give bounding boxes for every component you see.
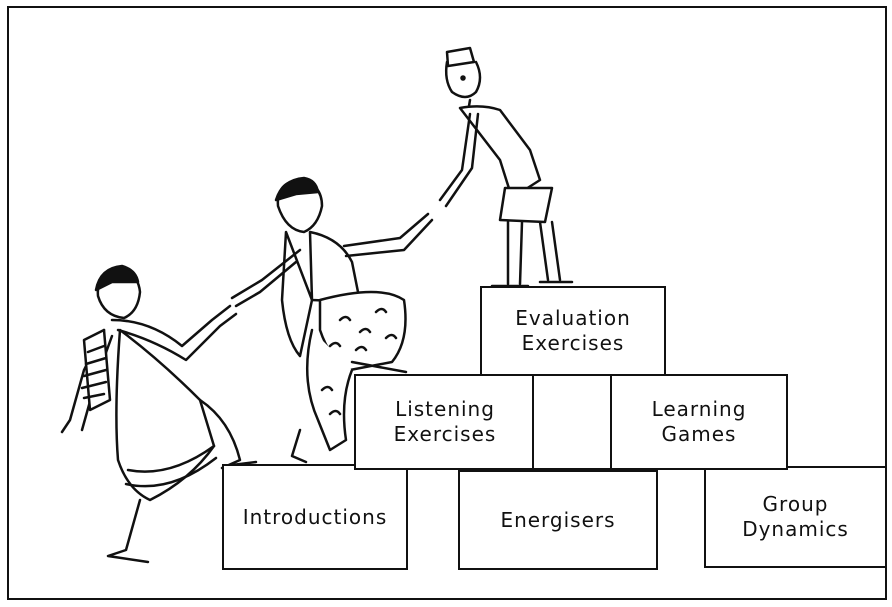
block-listening-exercises-label: Listening Exercises (393, 397, 497, 446)
block-listening-exercises: Listening Exercises (354, 374, 536, 470)
block-middle-gap (532, 374, 614, 470)
block-learning-games-label: Learning Games (651, 397, 747, 446)
block-evaluation-exercises: Evaluation Exercises (480, 286, 666, 376)
block-learning-games: Learning Games (610, 374, 788, 470)
block-energisers-label: Energisers (500, 507, 616, 532)
block-group-dynamics-label: Group Dynamics (742, 492, 849, 541)
block-energisers: Energisers (458, 470, 658, 570)
frame-border (7, 6, 887, 600)
climbing-woman-figure (230, 176, 434, 464)
block-group-dynamics: Group Dynamics (704, 466, 887, 568)
block-introductions-label: Introductions (242, 504, 388, 529)
standing-man-figure (438, 46, 574, 288)
stepping-woman-figure (60, 264, 258, 564)
block-evaluation-exercises-label: Evaluation Exercises (515, 306, 631, 355)
block-introductions: Introductions (222, 464, 408, 570)
